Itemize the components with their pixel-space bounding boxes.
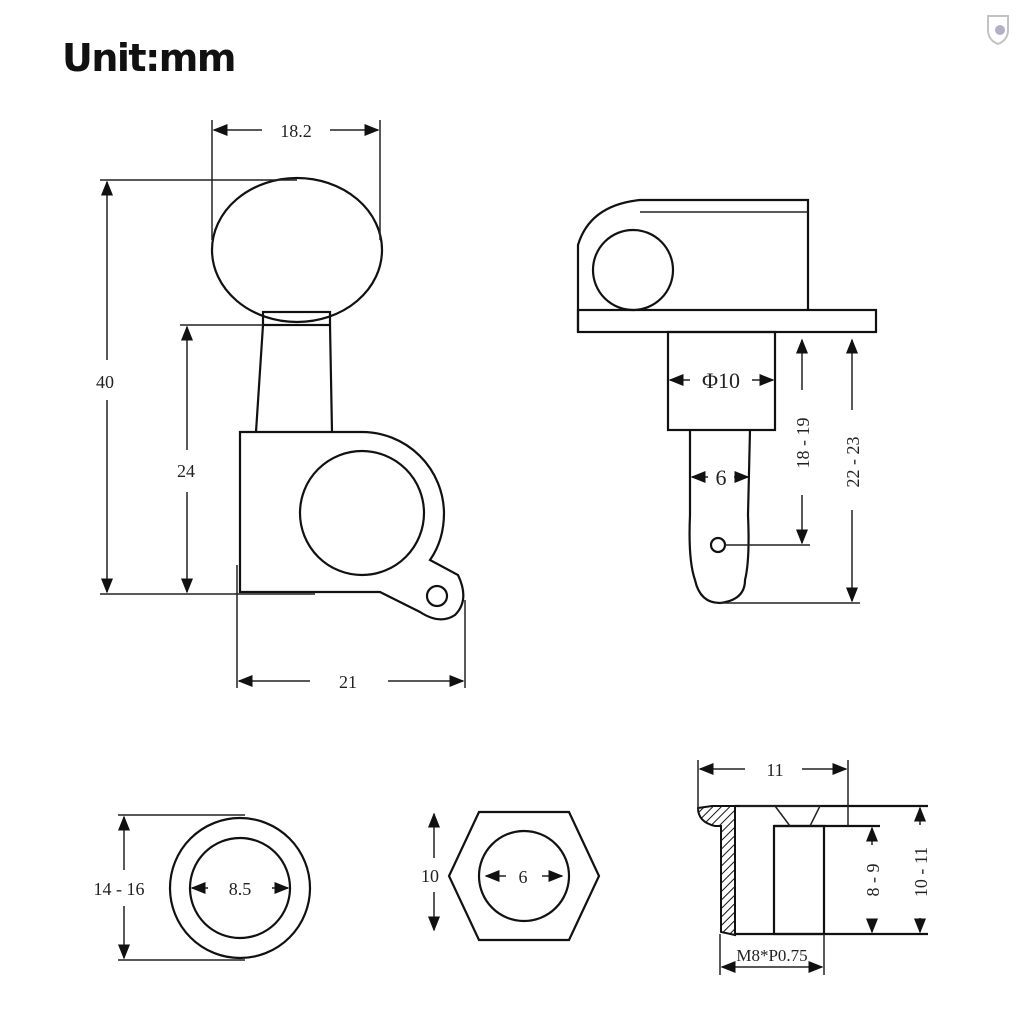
unit-title: Unit:mm bbox=[62, 36, 237, 80]
dim-total-length: 22 - 23 bbox=[843, 437, 863, 488]
hex-nut-view: 10 6 bbox=[421, 810, 601, 942]
dim-bushing-length: 10 - 11 bbox=[911, 847, 931, 897]
dim-washer-inner: 8.5 bbox=[229, 879, 252, 899]
bushing-view: 11 8 - 9 10 - 11 M8*P0.75 bbox=[696, 760, 931, 975]
string-post bbox=[688, 429, 752, 605]
screw-hole bbox=[425, 584, 449, 608]
gear-housing bbox=[238, 430, 465, 621]
dim-post-diameter: 6 bbox=[716, 465, 727, 490]
bushing-shaft bbox=[666, 330, 777, 432]
dim-thread-length: 8 - 9 bbox=[863, 864, 883, 897]
thread-spec: M8*P0.75 bbox=[736, 946, 807, 965]
string-hole bbox=[709, 536, 727, 554]
front-view: Φ10 6 18 - 19 22 - 23 bbox=[576, 198, 878, 605]
side-view: 18.2 40 24 21 bbox=[96, 120, 466, 692]
washer-outer bbox=[168, 816, 312, 960]
gear-circle bbox=[298, 449, 426, 577]
dim-bushing-width: 11 bbox=[766, 760, 783, 780]
dim-nut-inner: 6 bbox=[519, 867, 528, 887]
dim-knob-width: 18.2 bbox=[280, 121, 312, 141]
dim-total-height: 40 bbox=[96, 372, 114, 392]
bushing-hatched-section bbox=[696, 805, 736, 937]
dim-nut-height: 10 bbox=[421, 866, 439, 886]
washer-view: 14 - 16 8.5 bbox=[94, 814, 312, 961]
dim-washer-outer: 14 - 16 bbox=[94, 879, 145, 899]
gear-circle bbox=[591, 228, 675, 312]
knob bbox=[210, 176, 384, 324]
washer-inner bbox=[188, 836, 292, 940]
knob-ring bbox=[261, 310, 332, 327]
dim-body-height: 24 bbox=[177, 461, 195, 481]
dim-body-width: 21 bbox=[339, 672, 357, 692]
flange bbox=[576, 308, 878, 334]
thread-section bbox=[772, 824, 826, 936]
brand-logo bbox=[987, 15, 1009, 46]
hex-outline bbox=[447, 810, 601, 942]
housing-outline bbox=[576, 198, 810, 332]
nut-hole bbox=[477, 829, 571, 923]
dim-post-length: 18 - 19 bbox=[793, 418, 813, 469]
stem bbox=[254, 324, 334, 433]
dim-bushing-diameter: Φ10 bbox=[702, 368, 740, 393]
